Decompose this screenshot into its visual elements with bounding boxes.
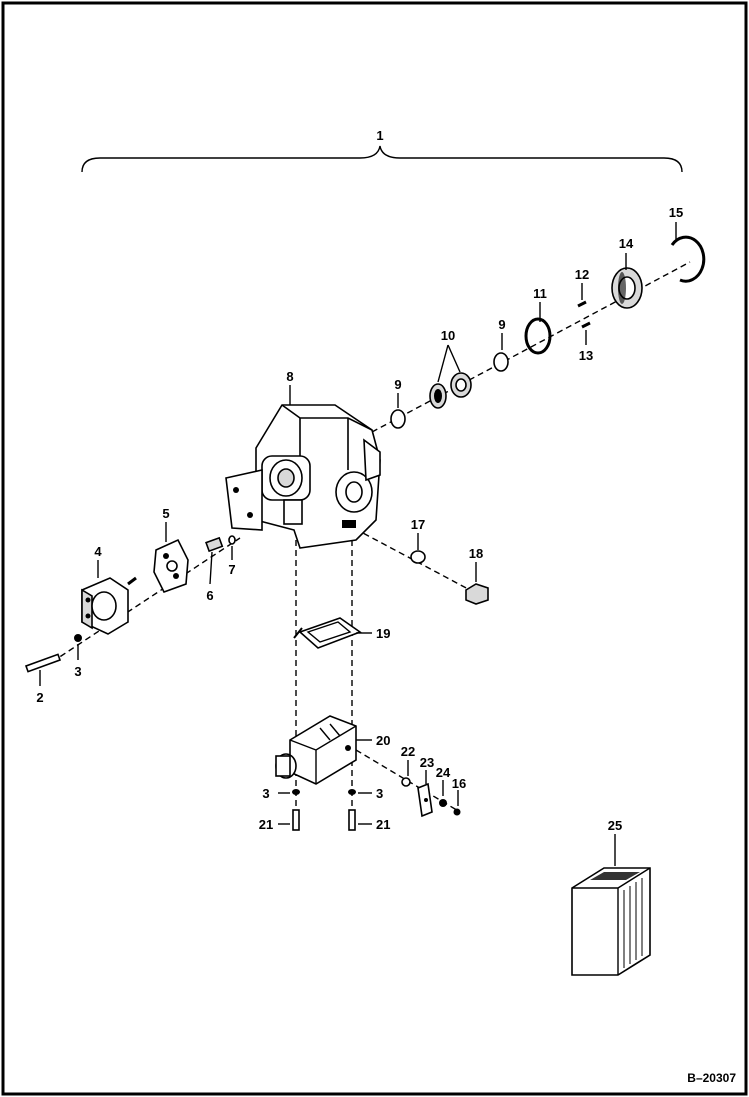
o-ring-parts (390, 352, 509, 564)
callout-labels: 1 15 14 12 13 11 9 10 9 8 17 18 5 4 7 6 … (36, 128, 683, 833)
parts-kit-box (571, 867, 651, 976)
callout-2: 2 (36, 690, 43, 705)
callout-15: 15 (669, 205, 683, 220)
valve-gasket-part (293, 617, 362, 649)
plug-part (465, 583, 489, 605)
callout-21-right: 21 (376, 817, 390, 832)
callout-3-left: 3 (74, 664, 81, 679)
callout-16: 16 (452, 776, 466, 791)
callout-5: 5 (162, 506, 169, 521)
callout-22: 22 (401, 744, 415, 759)
callout-19: 19 (376, 626, 390, 641)
callout-23: 23 (420, 755, 434, 770)
callout-10: 10 (441, 328, 455, 343)
callout-6: 6 (206, 588, 213, 603)
axis-lines (51, 261, 691, 820)
small-fittings (205, 535, 236, 553)
callout-9-upper: 9 (498, 317, 505, 332)
callout-8: 8 (286, 369, 293, 384)
seal-part (611, 267, 643, 309)
drawing-reference-number: B–20307 (687, 1071, 736, 1085)
callout-3-bottom-left: 3 (262, 786, 269, 801)
callout-11: 11 (533, 286, 547, 301)
callout-4: 4 (94, 544, 102, 559)
callout-13: 13 (579, 348, 593, 363)
gasket-plate-part (153, 538, 189, 593)
callout-25: 25 (608, 818, 622, 833)
callout-9-lower: 9 (394, 377, 401, 392)
valve-block-part (275, 715, 357, 785)
snap-ring-part (670, 235, 706, 283)
callout-3-bottom-right: 3 (376, 786, 383, 801)
lower-bolts (292, 789, 356, 831)
callout-24: 24 (436, 765, 451, 780)
bolt-washer-parts (24, 634, 82, 673)
callout-20: 20 (376, 733, 390, 748)
charge-pump-part (81, 576, 137, 635)
callout-14: 14 (619, 236, 634, 251)
callout-7: 7 (228, 562, 235, 577)
bearing-parts (429, 372, 472, 409)
pin-parts (577, 300, 591, 329)
hydrostatic-pump-body (225, 404, 381, 549)
callout-1: 1 (376, 128, 383, 143)
callout-12: 12 (575, 267, 589, 282)
callout-17: 17 (411, 517, 425, 532)
leader-lines (39, 222, 677, 866)
retaining-ring-part (524, 317, 552, 355)
callout-18: 18 (469, 546, 483, 561)
linkage-parts (401, 777, 461, 818)
callout-21-left: 21 (259, 817, 273, 832)
assembly-bracket (81, 145, 683, 173)
